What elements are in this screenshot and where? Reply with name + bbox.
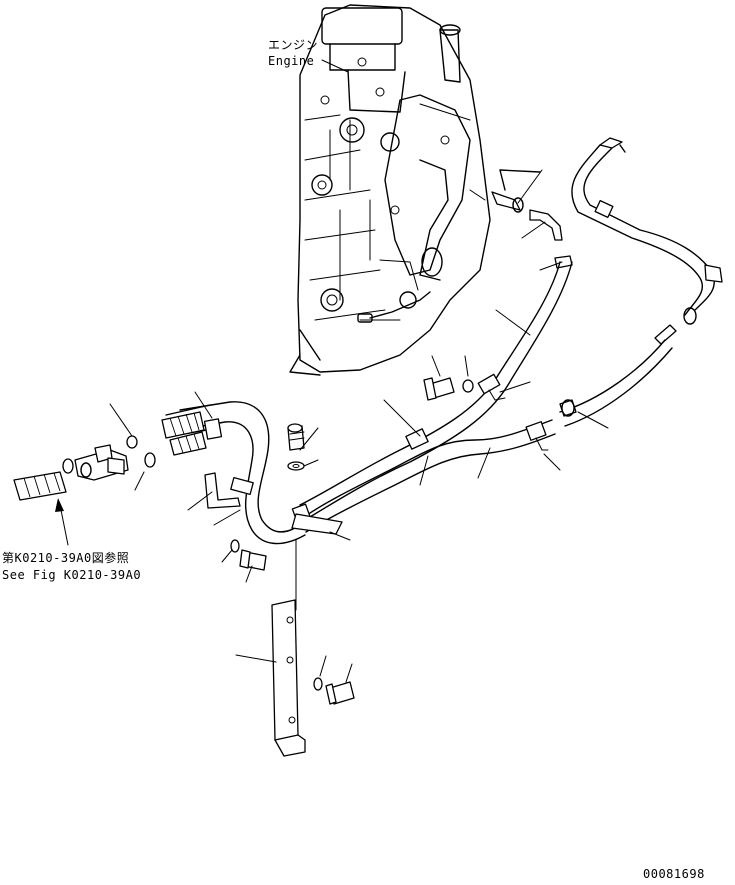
u-bend-hoses (161, 401, 313, 545)
engine-leader (321, 59, 349, 73)
upper-bolt-washer (423, 355, 474, 401)
engine-elbow-fittings (491, 169, 573, 269)
engine-label-jp: エンジン (268, 38, 318, 52)
hose-end-hatch (161, 411, 207, 456)
left-fittings (13, 403, 156, 501)
reference-label-en: See Fig K0210-39A0 (2, 568, 141, 582)
reference-arrow (55, 498, 69, 546)
middle-brackets (187, 472, 351, 541)
lower-left-bolt-washer (221, 539, 267, 583)
reference-label-jp: 第K0210-39A0図参照 (2, 550, 129, 565)
main-hose-bundle (299, 261, 673, 533)
engine-illustration (289, 4, 491, 376)
upper-right-hose (571, 137, 723, 345)
center-bolt-washer (287, 423, 319, 471)
engine-label-en: Engine (268, 54, 314, 68)
leader-lines (194, 169, 609, 486)
drawing-number: 00081698 (643, 867, 705, 881)
vertical-stand-bracket (235, 539, 355, 757)
